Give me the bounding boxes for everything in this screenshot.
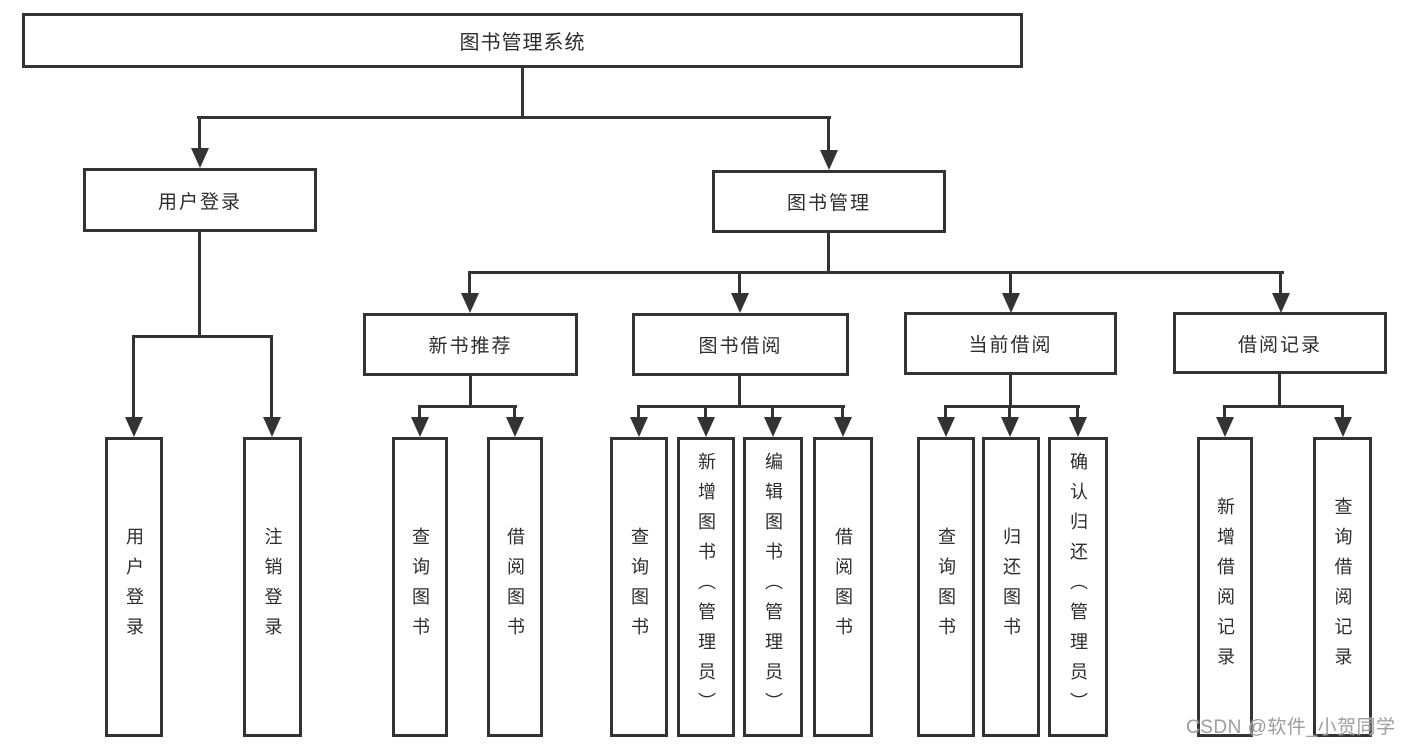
leaf-query-books-current: 查询图书 <box>917 437 975 737</box>
leaf-label: 查询图书 <box>936 527 956 647</box>
connector-line <box>1009 271 1012 296</box>
node-label: 当前借阅 <box>968 335 1053 356</box>
leaf-label: 新增图书（管理员） <box>696 452 716 722</box>
leaf-add-book-admin: 新增图书（管理员） <box>677 437 735 737</box>
connector-line <box>1008 405 1011 419</box>
arrow-down-icon <box>937 417 955 437</box>
arrow-down-icon <box>630 417 648 437</box>
arrow-down-icon <box>1069 417 1087 437</box>
arrow-down-icon <box>191 148 209 168</box>
connector-line <box>827 233 830 274</box>
connector-line <box>270 335 273 421</box>
node-user-login: 用户登录 <box>83 168 317 232</box>
leaf-label: 编辑图书（管理员） <box>763 452 783 722</box>
leaf-query-books-borrow: 查询图书 <box>610 437 668 737</box>
leaf-label: 确认归还（管理员） <box>1068 452 1088 722</box>
leaf-label: 借阅图书 <box>833 527 853 647</box>
connector-line <box>418 405 517 408</box>
leaf-label: 用户登录 <box>124 527 144 647</box>
arrow-down-icon <box>411 417 429 437</box>
arrow-down-icon <box>263 417 281 437</box>
leaf-user-login: 用户登录 <box>105 437 163 737</box>
connector-line <box>469 376 472 408</box>
node-book-borrow: 图书借阅 <box>632 313 849 376</box>
node-label: 新书推荐 <box>428 336 513 357</box>
connector-line <box>1076 405 1079 419</box>
connector-line <box>704 405 707 419</box>
arrow-down-icon <box>731 293 749 313</box>
arrow-down-icon <box>697 417 715 437</box>
watermark: CSDN @软件_小贺同学 <box>1186 717 1396 738</box>
connector-line <box>738 376 741 408</box>
connector-line <box>468 271 471 296</box>
node-borrow-records: 借阅记录 <box>1173 312 1387 374</box>
node-root: 图书管理系统 <box>22 13 1023 68</box>
node-label: 借阅记录 <box>1237 334 1322 356</box>
leaf-confirm-return-admin: 确认归还（管理员） <box>1048 437 1108 737</box>
leaf-label: 注销登录 <box>262 527 283 647</box>
connector-line <box>1223 405 1226 419</box>
arrow-down-icon <box>506 417 524 437</box>
node-new-book-recommend: 新书推荐 <box>363 313 578 376</box>
connector-line <box>198 232 201 338</box>
arrow-down-icon <box>1002 293 1020 313</box>
connector-line <box>132 335 135 421</box>
node-label: 图书管理 <box>786 193 871 214</box>
connector-line <box>197 116 831 119</box>
connector-line <box>1223 405 1344 408</box>
arrow-down-icon <box>1001 417 1019 437</box>
connector-line <box>521 68 524 119</box>
arrow-down-icon <box>834 417 852 437</box>
connector-line <box>637 405 640 419</box>
connector-line <box>1341 405 1344 419</box>
node-book-management: 图书管理 <box>712 170 946 233</box>
connector-line <box>738 271 741 296</box>
connector-line <box>944 405 947 419</box>
leaf-borrow-books-recommend: 借阅图书 <box>487 437 543 737</box>
arrow-down-icon <box>125 417 143 437</box>
connector-line <box>827 116 830 154</box>
connector-line <box>198 116 201 152</box>
leaf-query-books-recommend: 查询图书 <box>392 437 448 737</box>
arrow-down-icon <box>1272 293 1290 313</box>
leaf-label: 归还图书 <box>1001 527 1021 647</box>
connector-line <box>637 405 845 408</box>
connector-line <box>513 405 516 419</box>
arrow-down-icon <box>820 150 838 170</box>
leaf-query-borrow-record: 查询借阅记录 <box>1313 437 1372 737</box>
connector-line <box>418 405 421 419</box>
leaf-label: 查询图书 <box>629 527 649 647</box>
connector-line <box>1278 374 1281 408</box>
arrow-down-icon <box>1334 417 1352 437</box>
connector-line <box>1009 374 1012 408</box>
arrow-down-icon <box>461 293 479 313</box>
node-current-borrow: 当前借阅 <box>904 312 1117 375</box>
connector-line <box>944 405 1080 408</box>
leaf-add-borrow-record: 新增借阅记录 <box>1197 437 1253 737</box>
leaf-label: 查询借阅记录 <box>1332 497 1353 677</box>
leaf-label: 借阅图书 <box>505 527 525 647</box>
connector-line <box>1279 271 1282 296</box>
leaf-label: 查询图书 <box>410 527 430 647</box>
node-label: 图书管理系统 <box>459 32 586 54</box>
connector-line <box>468 271 1284 274</box>
leaf-label: 新增借阅记录 <box>1215 497 1235 677</box>
arrow-down-icon <box>1216 417 1234 437</box>
node-label: 用户登录 <box>157 191 242 213</box>
connector-line <box>841 405 844 419</box>
leaf-return-book: 归还图书 <box>982 437 1040 737</box>
leaf-logout: 注销登录 <box>243 437 302 737</box>
leaf-edit-book-admin: 编辑图书（管理员） <box>743 437 803 737</box>
arrow-down-icon <box>764 417 782 437</box>
leaf-borrow-books: 借阅图书 <box>813 437 873 737</box>
connector-line <box>771 405 774 419</box>
connector-line <box>132 335 273 338</box>
node-label: 图书借阅 <box>698 336 783 357</box>
